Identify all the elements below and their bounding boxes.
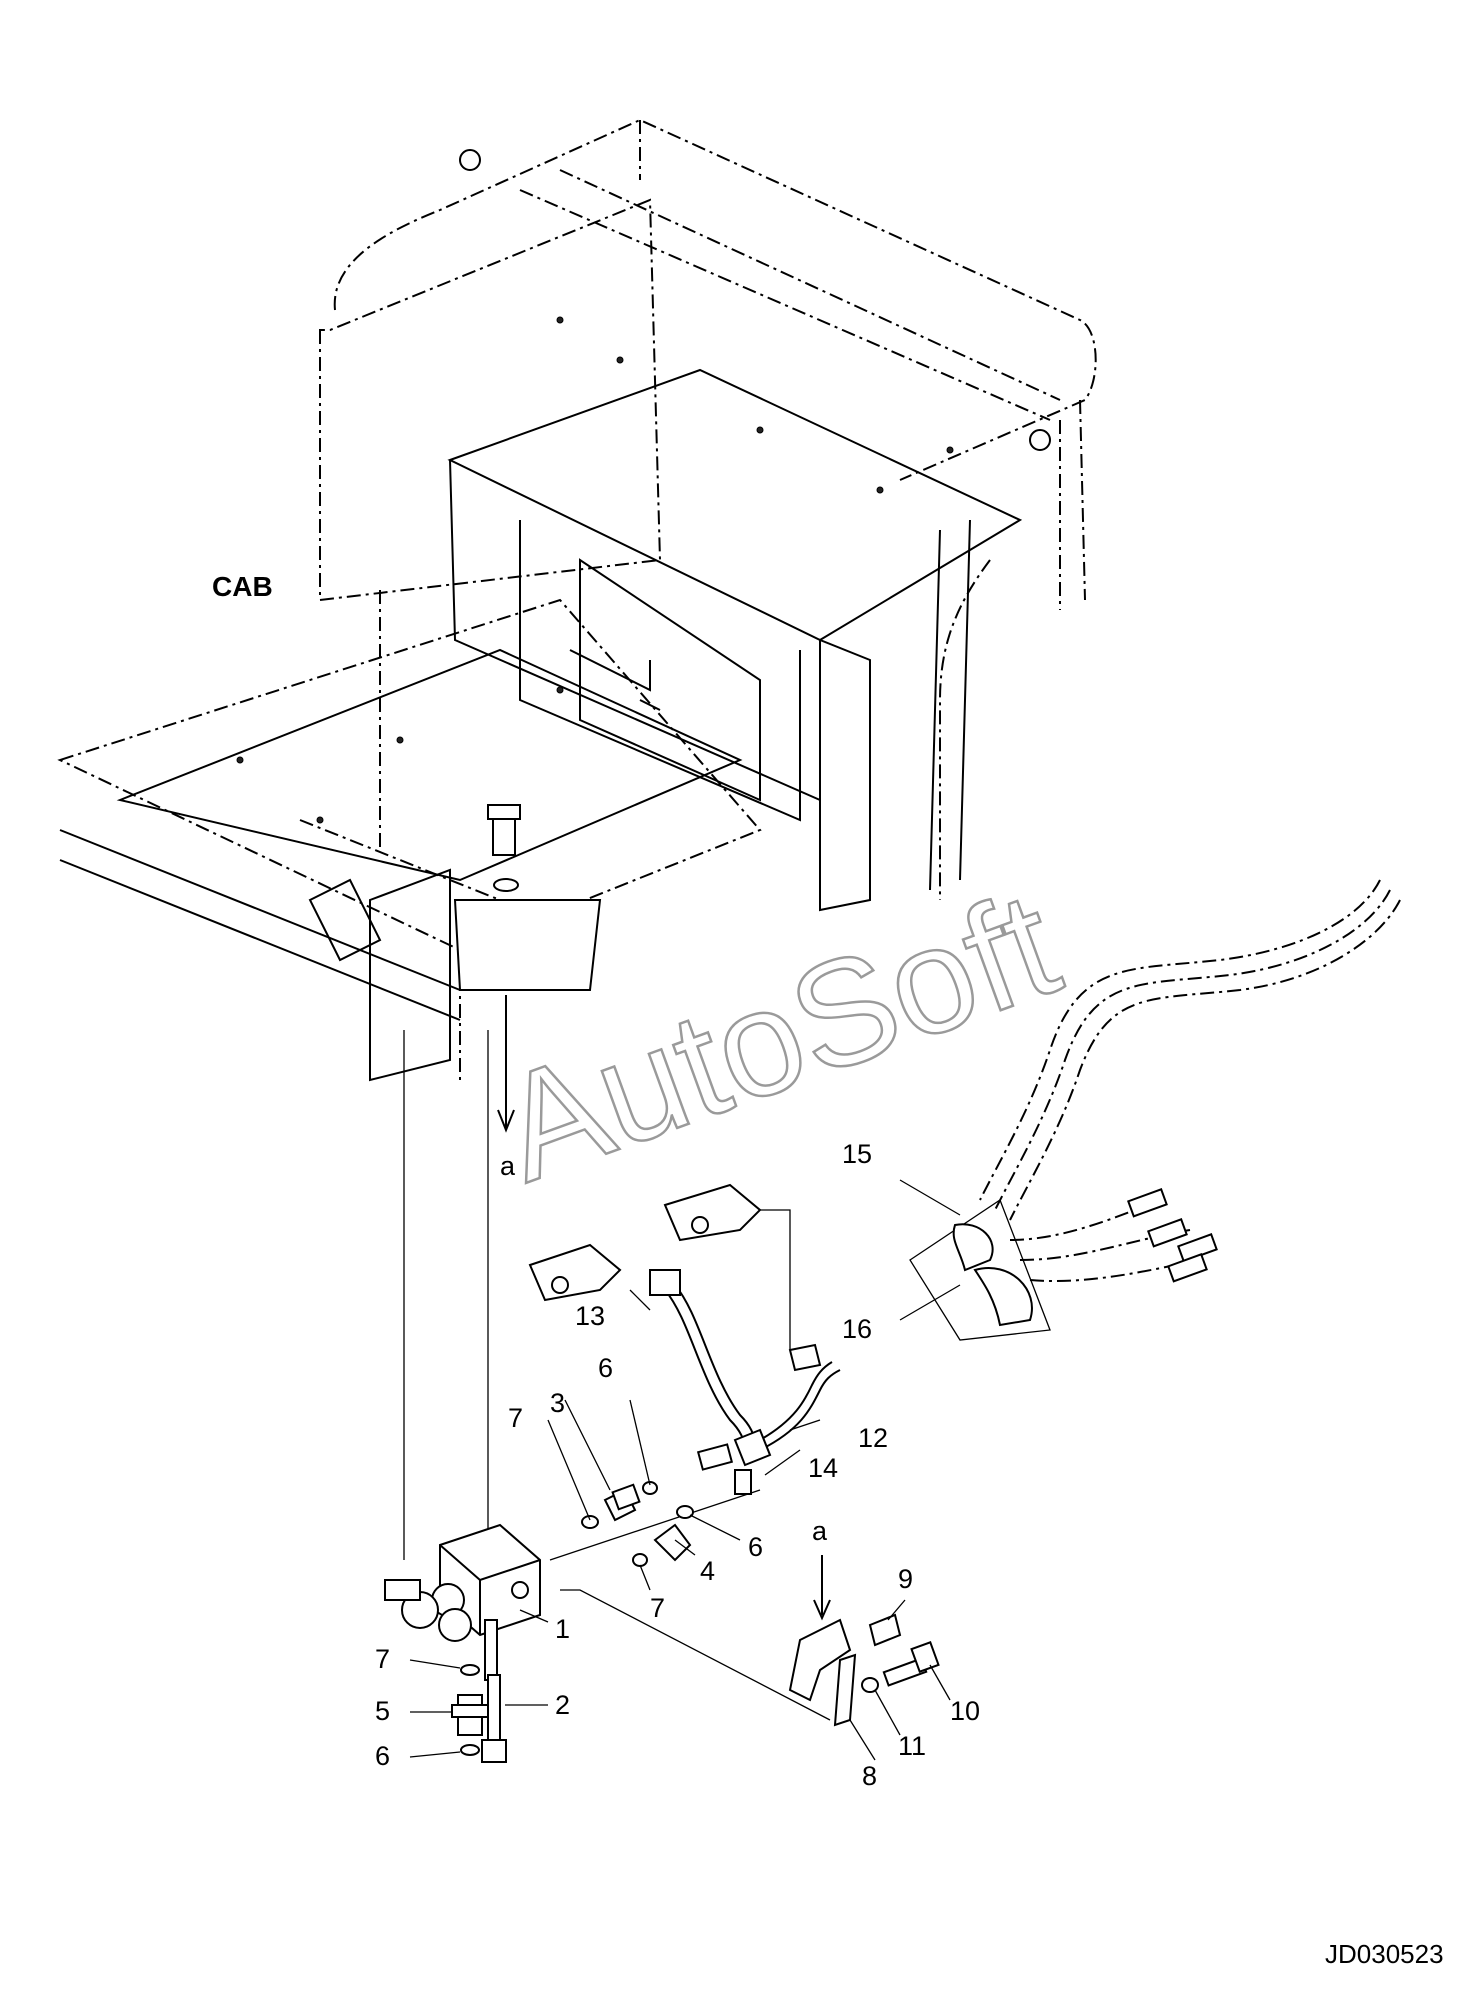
callout-5: 5 — [375, 1696, 390, 1726]
upper-platform — [59, 149, 1051, 1082]
drawing-code: JD030523 — [1325, 1939, 1444, 1969]
harness-bundle — [909, 879, 1401, 1341]
bracket-assembly — [788, 1555, 940, 1727]
view-a-label-top: a — [500, 1151, 516, 1181]
callout-12: 12 — [858, 1423, 888, 1453]
callout-7-middle: 7 — [650, 1593, 665, 1623]
callout-4: 4 — [700, 1556, 715, 1586]
callout-3: 3 — [550, 1388, 565, 1418]
callout-13: 13 — [575, 1301, 605, 1331]
cab-label: CAB — [212, 571, 273, 602]
callout-11: 11 — [898, 1731, 926, 1761]
callout-leaders — [409, 1179, 961, 1761]
callout-10: 10 — [950, 1696, 980, 1726]
callout-8: 8 — [862, 1761, 877, 1791]
view-a-label-bracket: a — [812, 1516, 828, 1546]
callout-6-lower: 6 — [375, 1741, 390, 1771]
small-parts-left — [451, 1664, 507, 1763]
callout-1: 1 — [555, 1614, 570, 1644]
callout-6-upper: 6 — [598, 1353, 613, 1383]
callout-16: 16 — [842, 1314, 872, 1344]
solenoid-valve-block — [384, 1523, 541, 1681]
hose-assembly — [528, 1183, 841, 1495]
callout-2: 2 — [555, 1690, 570, 1720]
callout-7-upper: 7 — [508, 1403, 523, 1433]
callout-9: 9 — [898, 1564, 913, 1594]
callout-14: 14 — [808, 1453, 838, 1483]
callout-6-middle: 6 — [748, 1532, 763, 1562]
fittings-center — [581, 1481, 694, 1567]
mount-bolt-detail — [453, 804, 602, 1133]
callout-15: 15 — [842, 1139, 872, 1169]
callout-7-lower: 7 — [375, 1644, 390, 1674]
